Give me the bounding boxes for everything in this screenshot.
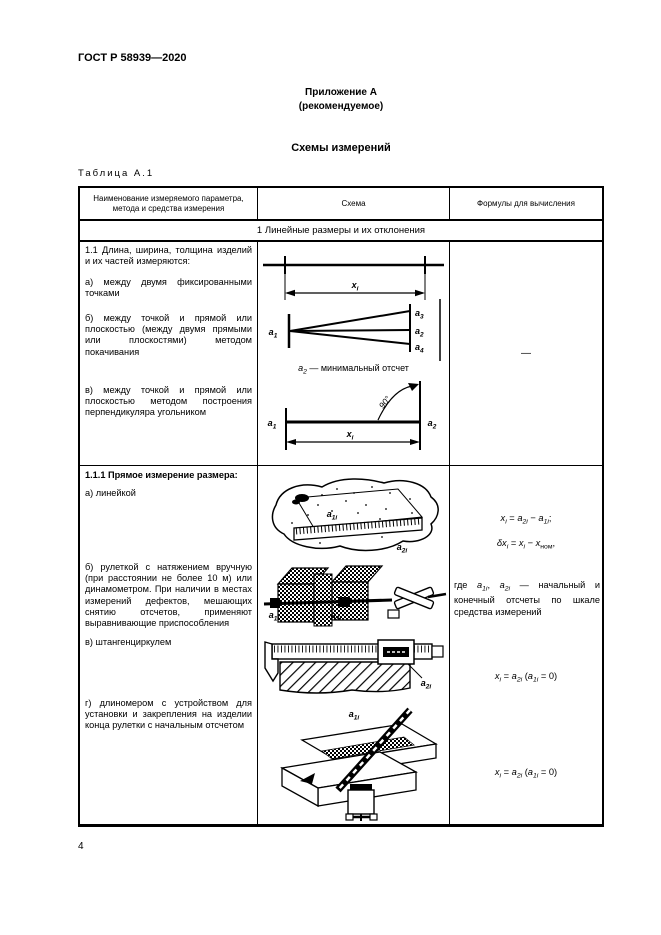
formula-where-note: где a1i, a2i — начальный и конечный отсч… bbox=[454, 580, 601, 617]
diagram-tape-measurement: a1i a2i bbox=[263, 565, 447, 627]
section-heading: Схемы измерений bbox=[291, 142, 391, 154]
table-caption: Таблица А.1 bbox=[78, 168, 155, 179]
measurement-schemes-table: Наименование измеряемого параметра, мето… bbox=[78, 186, 604, 827]
diagram-length-meter: a1i bbox=[280, 707, 438, 821]
label-a1: a1 bbox=[269, 327, 278, 340]
column-header-scheme: Схема bbox=[258, 188, 450, 221]
row-1-1-1-item-a: а) линейкой bbox=[85, 488, 136, 498]
appendix-subtitle: (рекомендуемое) bbox=[298, 101, 384, 112]
row-1-1-item-a: а) между двумя фиксированными точками bbox=[85, 277, 252, 299]
label-a1i: a1i bbox=[349, 709, 360, 722]
row-1-1-1-item-b: б) рулеткой с натяжением вручную (при ра… bbox=[85, 562, 252, 629]
row-1-1-item-v: в) между точкой и прямой или плоскостью … bbox=[85, 385, 252, 418]
diagram-perpendicular-square: 90° xi a1 a2 bbox=[268, 381, 437, 450]
label-a3: a3 bbox=[415, 308, 424, 321]
label-a1i: a1i bbox=[269, 610, 280, 623]
row-1-1-scheme-cell: xi a1 a3 a2 a4 a2 — минимальный отсчет bbox=[258, 242, 450, 466]
row-1-1-item-b: б) между точкой и прямой или плоскостью … bbox=[85, 313, 252, 357]
label-90-degrees: 90° bbox=[377, 394, 393, 411]
page-number: 4 bbox=[78, 841, 84, 852]
formula-caliper: xi = a2i (a1i = 0) bbox=[494, 671, 558, 684]
formula-x-difference: xi = a2i − a1i; bbox=[500, 513, 552, 526]
group-row-linear-dimensions: 1 Линейные размеры и их отклонения bbox=[80, 221, 602, 242]
doc-number: ГОСТ Р 58939—2020 bbox=[78, 52, 187, 64]
label-a2i: a2i bbox=[421, 678, 432, 691]
row-1-1-1-name-cell: 1.1.1 Прямое измерение размера: а) линей… bbox=[80, 466, 258, 825]
diagram-ruler-measurement: a1i a2i bbox=[271, 478, 439, 555]
row-1-1-intro: 1.1 Длина, ширина, толщина изделий и их … bbox=[85, 245, 252, 267]
row-1-1-formula-cell: — bbox=[450, 242, 602, 466]
label-a2i: a2i bbox=[331, 610, 342, 623]
diagram-fixed-points: xi bbox=[263, 256, 444, 300]
appendix-heading: Приложение А (рекомендуемое) bbox=[78, 86, 604, 114]
label-xi: xi bbox=[346, 429, 354, 442]
row-1-1-1-scheme-cell: a1i a2i bbox=[258, 466, 450, 825]
row-1-1-1-item-g: г) длиномером с устройством для установк… bbox=[85, 698, 252, 731]
diagram-rocking-caption: a2 — минимальный отсчет bbox=[298, 363, 409, 376]
column-header-name: Наименование измеряемого параметра, мето… bbox=[80, 188, 258, 221]
formula-deviation: δxi = xi − xном, bbox=[496, 537, 556, 551]
label-a2: a2 bbox=[415, 326, 424, 339]
label-a2: a2 bbox=[428, 418, 437, 431]
row-1-1-name-cell: 1.1 Длина, ширина, толщина изделий и их … bbox=[80, 242, 258, 466]
diagram-rocking-method: a1 a3 a2 a4 bbox=[269, 299, 441, 361]
row-1-1-1-formula-cell: xi = a2i − a1i; δxi = xi − xном, где a1i… bbox=[450, 466, 602, 825]
diagram-caliper-measurement: a2i bbox=[264, 639, 444, 694]
appendix-title: Приложение А bbox=[305, 87, 377, 98]
label-a1i: a1i bbox=[327, 509, 338, 522]
row-1-1-1-item-v: в) штангенциркулем bbox=[85, 637, 172, 647]
column-header-formulas: Формулы для вычисления bbox=[450, 188, 602, 221]
label-xi: xi bbox=[351, 280, 359, 293]
label-a4: a4 bbox=[415, 342, 424, 355]
label-a1: a1 bbox=[268, 418, 277, 431]
row-1-1-1-title: 1.1.1 Прямое измерение размера: bbox=[85, 470, 238, 480]
label-a2i: a2i bbox=[397, 542, 408, 555]
formula-length-meter: xi = a2i (a1i = 0) bbox=[494, 767, 558, 780]
